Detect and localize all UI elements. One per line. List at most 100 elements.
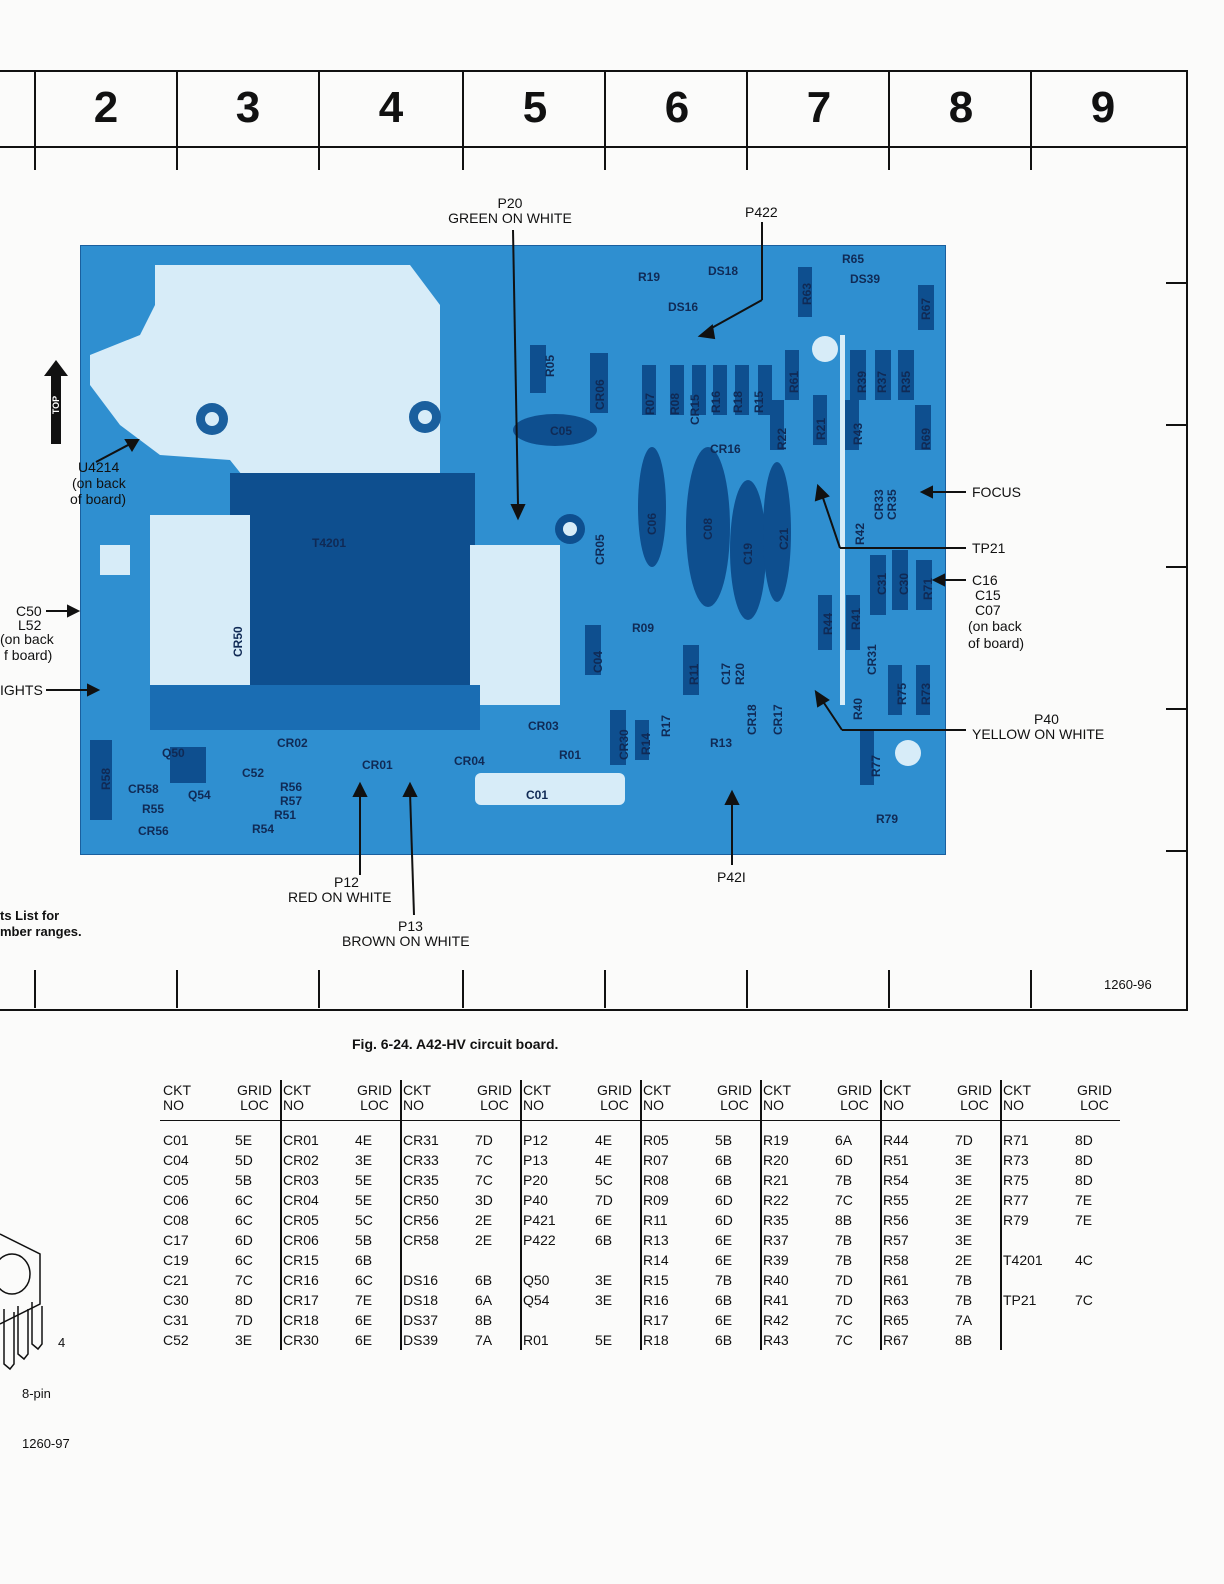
grid-loc: 3E bbox=[955, 1172, 973, 1188]
svg-text:Q50: Q50 bbox=[162, 746, 185, 760]
ckt-no: CR17 bbox=[283, 1292, 319, 1308]
svg-text:C01: C01 bbox=[526, 788, 548, 802]
grid-loc: 7C bbox=[835, 1332, 853, 1348]
ckt-no: CR03 bbox=[283, 1172, 319, 1188]
ckt-no: CR31 bbox=[403, 1132, 439, 1148]
ckt-no: Q50 bbox=[523, 1272, 550, 1288]
svg-text:R19: R19 bbox=[638, 270, 660, 284]
svg-text:CR17: CR17 bbox=[771, 704, 785, 735]
ckt-no: CR33 bbox=[403, 1152, 439, 1168]
grid-loc: 4E bbox=[595, 1132, 613, 1148]
svg-text:R42: R42 bbox=[853, 523, 867, 545]
svg-text:R14: R14 bbox=[639, 733, 653, 755]
ckt-no: R43 bbox=[763, 1332, 789, 1348]
svg-text:DS39: DS39 bbox=[850, 272, 880, 286]
grid-loc: 6B bbox=[715, 1172, 733, 1188]
tick bbox=[1030, 970, 1032, 1008]
tick bbox=[1166, 566, 1188, 568]
grid-loc: 7D bbox=[235, 1312, 253, 1328]
tick bbox=[888, 146, 890, 170]
grid-loc: 6D bbox=[715, 1212, 733, 1228]
svg-text:R63: R63 bbox=[800, 283, 814, 305]
label-p421: P42I bbox=[717, 869, 746, 885]
svg-text:R73: R73 bbox=[919, 683, 933, 705]
ckt-no: CR56 bbox=[403, 1212, 439, 1228]
ckt-no: R57 bbox=[883, 1232, 909, 1248]
grid-loc: 7E bbox=[355, 1292, 373, 1308]
ckt-no: R05 bbox=[643, 1132, 669, 1148]
grid-loc: 7D bbox=[595, 1192, 613, 1208]
ckt-no: DS16 bbox=[403, 1272, 439, 1288]
svg-text:R20: R20 bbox=[733, 663, 747, 685]
ckt-no: CR18 bbox=[283, 1312, 319, 1328]
grid-loc: 2E bbox=[955, 1192, 973, 1208]
ckt-no: TP21 bbox=[1003, 1292, 1037, 1308]
label-focus: FOCUS bbox=[972, 484, 1021, 500]
svg-text:R08: R08 bbox=[668, 393, 682, 415]
svg-text:R69: R69 bbox=[919, 428, 933, 450]
tick bbox=[176, 146, 178, 170]
grid-loc: 5B bbox=[235, 1172, 253, 1188]
ckt-no: R18 bbox=[643, 1332, 669, 1348]
svg-text:R58: R58 bbox=[99, 768, 113, 790]
tick bbox=[34, 146, 36, 170]
column-divider bbox=[280, 1080, 282, 1350]
grid-loc: 6E bbox=[715, 1312, 733, 1328]
svg-text:CR18: CR18 bbox=[745, 704, 759, 735]
grid-loc: 8D bbox=[1075, 1172, 1093, 1188]
tick bbox=[176, 970, 178, 1008]
svg-text:R55: R55 bbox=[142, 802, 164, 816]
svg-text:C17: C17 bbox=[719, 663, 733, 685]
ckt-no: R44 bbox=[883, 1132, 909, 1148]
svg-text:R65: R65 bbox=[842, 252, 864, 266]
ckt-no: CR35 bbox=[403, 1172, 439, 1188]
svg-text:R01: R01 bbox=[559, 748, 581, 762]
ckt-no: C05 bbox=[163, 1172, 189, 1188]
column-divider bbox=[1000, 1080, 1002, 1350]
ckt-no: CR50 bbox=[403, 1192, 439, 1208]
label-c50-note2: f board) bbox=[4, 647, 53, 663]
grid-loc: 3E bbox=[955, 1212, 973, 1228]
label-p12-color: RED ON WHITE bbox=[288, 889, 392, 905]
grid-loc: 6A bbox=[475, 1292, 493, 1308]
svg-text:CR56: CR56 bbox=[138, 824, 169, 838]
ckt-no: DS18 bbox=[403, 1292, 439, 1308]
ckt-no: DS37 bbox=[403, 1312, 439, 1328]
svg-text:R79: R79 bbox=[876, 812, 898, 826]
svg-text:R40: R40 bbox=[851, 698, 865, 720]
label-c50-note1: (on back bbox=[0, 631, 54, 647]
top-arrow-icon bbox=[44, 360, 68, 444]
grid-loc: 3E bbox=[955, 1152, 973, 1168]
grid-loc: 6B bbox=[715, 1292, 733, 1308]
svg-text:R71: R71 bbox=[921, 578, 935, 600]
grid-col-7: 7 bbox=[746, 70, 890, 146]
grid-col-4: 4 bbox=[318, 70, 462, 146]
ckt-no: DS39 bbox=[403, 1332, 439, 1348]
grid-loc: 6A bbox=[835, 1132, 853, 1148]
label-c07: C07 bbox=[975, 602, 1001, 618]
grid-loc: 8B bbox=[835, 1212, 853, 1228]
tick bbox=[462, 146, 464, 170]
svg-text:R67: R67 bbox=[919, 298, 933, 320]
svg-text:CR06: CR06 bbox=[593, 379, 607, 410]
svg-text:R37: R37 bbox=[875, 371, 889, 393]
grid-loc: 6E bbox=[715, 1252, 733, 1268]
svg-text:CR03: CR03 bbox=[528, 719, 559, 733]
grid-loc: 5E bbox=[235, 1132, 253, 1148]
svg-text:R16: R16 bbox=[709, 391, 723, 413]
grid-loc: 3E bbox=[595, 1292, 613, 1308]
svg-text:C05: C05 bbox=[550, 424, 572, 438]
svg-text:R21: R21 bbox=[814, 418, 828, 440]
svg-text:C21: C21 bbox=[777, 528, 791, 550]
grid-col-8: 8 bbox=[888, 70, 1032, 146]
grid-loc: 6E bbox=[715, 1232, 733, 1248]
svg-text:CR33: CR33 bbox=[872, 489, 886, 520]
grid-loc: 3D bbox=[475, 1192, 493, 1208]
